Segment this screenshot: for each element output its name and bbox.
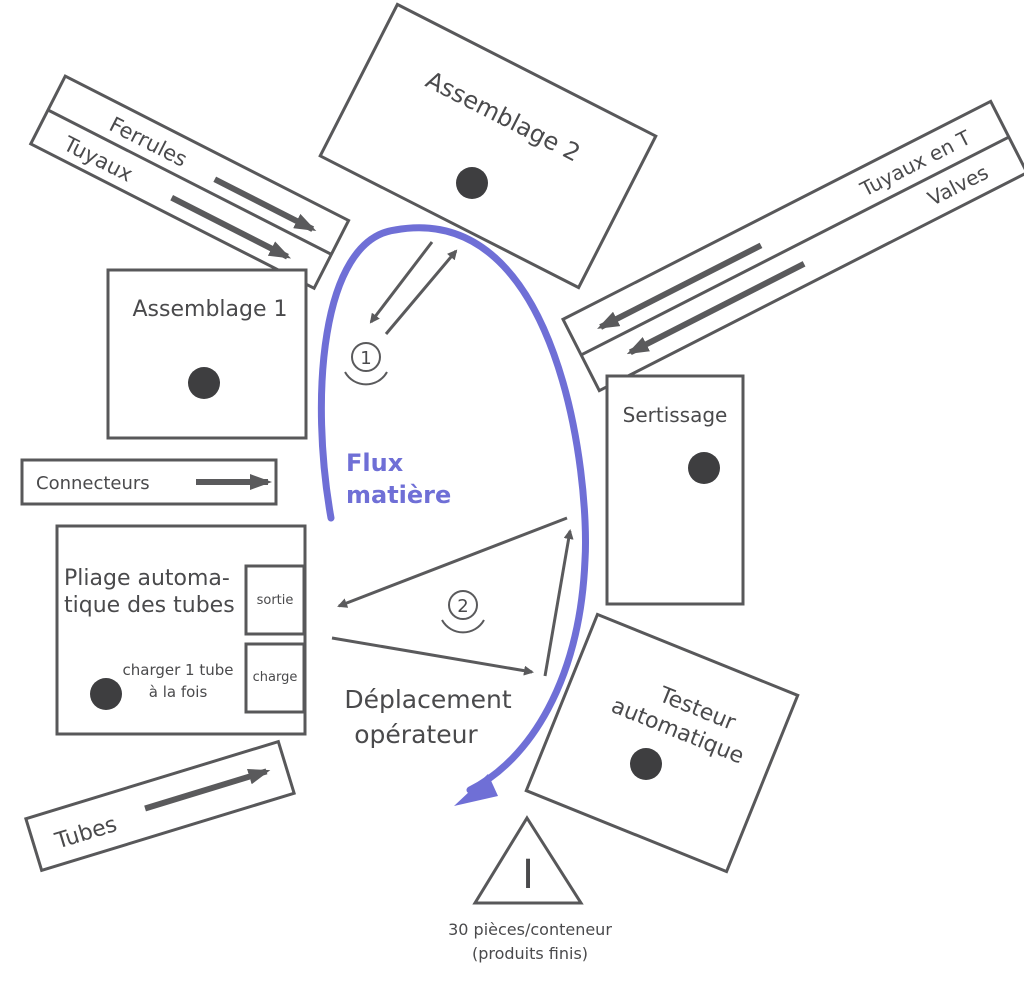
lane-divider [47,108,333,256]
tuyaux-arrow [170,195,292,260]
inventory-label-line2: (produits finis) [472,944,588,963]
testeur-station: Testeur automatique [524,612,800,874]
operator-position-dot [90,678,122,710]
tubes-supply: Tubes [24,739,296,873]
operator-move-arrow [543,529,574,677]
pliage-label-line1: Pliage automa- [64,566,230,591]
operator-move-arrow [337,516,568,608]
charger-note-line2: à la fois [149,683,208,701]
step-1-circle [351,342,381,372]
lane-divider [580,135,1010,357]
operator-position-dot [688,452,720,484]
tubes-arrow [144,768,271,812]
testeur-box [524,612,800,874]
flux-label-line2: matière [346,481,451,509]
assemblage-2-station: Assemblage 2 [318,2,658,290]
assemblage-2-box [318,2,658,290]
inventory-triangle-icon [472,815,584,905]
assemblage-1-box [106,268,308,440]
step-1-number: 1 [360,348,371,369]
valves-arrow [626,261,806,356]
step-2-number: 2 [457,596,468,617]
operator-move-arrow [331,636,534,676]
ferrules-tuyaux-supply: Ferrules Tuyaux [28,74,351,291]
ferrules-arrow [213,176,317,232]
operator-position-dot [630,748,662,780]
flux-label-line1: Flux [346,449,404,477]
sertissage-label: Sertissage [623,403,728,427]
operator-move-arrow [369,241,434,324]
operator-move-arrow [384,249,458,335]
sortie-box [244,564,306,636]
connecteurs-label: Connecteurs [36,473,150,494]
assemblage-1-label: Assemblage 1 [133,297,288,322]
material-flow-path [317,224,589,794]
charger-note-line1: charger 1 tube [123,661,234,679]
charge-label: charge [253,670,298,685]
step-1-underline [344,371,388,386]
operator-label-line2: opérateur [354,720,478,749]
operator-position-dot [456,167,488,199]
charge-box [244,642,306,714]
tuyaux-en-t-arrow [597,242,763,330]
inventory-symbol: I [522,852,534,898]
sortie-label: sortie [257,593,294,608]
step-2-circle [448,590,478,620]
operator-label-line1: Déplacement [344,685,511,714]
pliage-label-line2: tique des tubes [64,593,235,618]
inventory-label-line1: 30 pièces/conteneur [448,920,612,939]
tuyaux-t-valves-supply: Tuyaux en T Valves [560,99,1024,393]
operator-position-dot [188,367,220,399]
step-2-underline [441,619,485,634]
sertissage-box [605,374,745,606]
material-flow-arrowhead [454,774,498,806]
